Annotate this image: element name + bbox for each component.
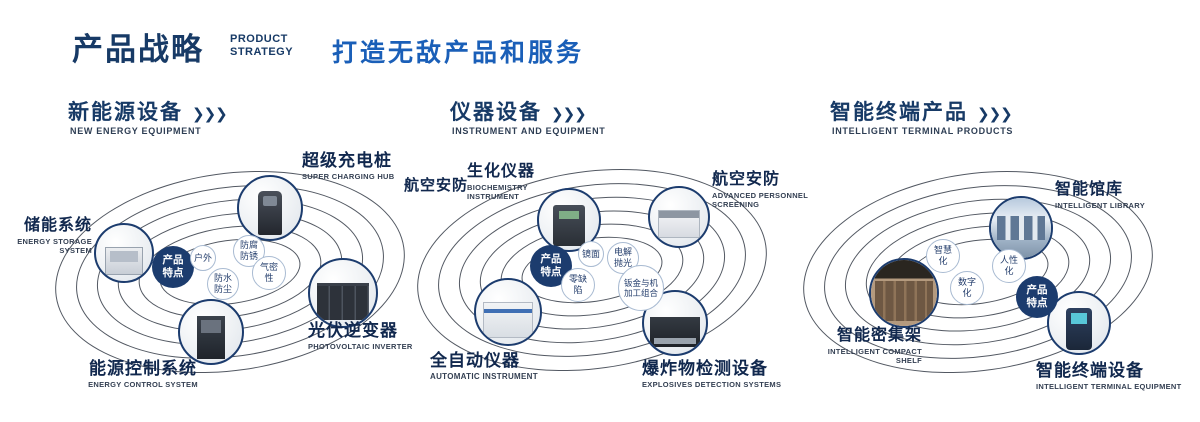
energy-control-photo <box>178 299 244 365</box>
feature-bubble: 防水防尘 <box>207 268 239 300</box>
feature-bubble: 数字化 <box>950 271 984 305</box>
product-name-en: ENERGY STORAGE SYSTEM <box>17 237 92 256</box>
automatic-instrument-photo <box>474 278 542 346</box>
product-name-cn: 智能终端设备 <box>1036 361 1144 380</box>
section-title-instrument: 仪器设备 ❯❯❯ <box>450 96 587 126</box>
product-name-en: BIOCHEMISTRY INSTRUMENT <box>467 183 528 202</box>
product-name-cn: 全自动仪器 <box>430 351 520 370</box>
product-name-en: INTELLIGENT TERMINAL EQUIPMENT <box>1036 382 1182 392</box>
product-label-terminal-equipment: 智能终端设备 INTELLIGENT TERMINAL EQUIPMENT <box>1036 360 1186 392</box>
product-name-en: ENERGY CONTROL SYSTEM <box>88 380 198 390</box>
product-name-cn: 超级充电桩 <box>302 151 392 170</box>
intelligent-library-photo <box>989 196 1053 260</box>
triple-chevron-icon: ❯❯❯ <box>551 106 587 123</box>
product-name-cn: 能源控制系统 <box>89 359 197 378</box>
product-name-en: INTELLIGENT COMPACT SHELF <box>827 347 922 366</box>
section-title-text: 仪器设备 <box>450 101 542 124</box>
product-label-energy-storage: 储能系统 ENERGY STORAGE SYSTEM <box>4 216 92 256</box>
feature-bubble: 气密性 <box>252 256 286 290</box>
product-label-biochemistry: 生化仪器 BIOCHEMISTRY INSTRUMENT <box>467 162 559 202</box>
energy-storage-photo <box>94 223 154 283</box>
product-name-cn: 生化仪器 <box>467 163 536 180</box>
product-name-cn: 航空安防 <box>712 171 781 188</box>
personnel-screening-photo <box>648 186 710 248</box>
side-label-aviation-security: 航空安防 <box>404 177 474 196</box>
product-name-cn: 航空安防 <box>404 177 469 194</box>
product-name-cn: 光伏逆变器 <box>308 321 398 340</box>
product-label-automatic-instrument: 全自动仪器 AUTOMATIC INSTRUMENT <box>430 350 550 382</box>
page-title: 产品战略 <box>72 32 204 67</box>
feature-badge: 产品特点 <box>1016 276 1058 318</box>
product-name-cn: 储能系统 <box>23 217 92 234</box>
product-label-explosives-detection: 爆炸物检测设备 EXPLOSIVES DETECTION SYSTEMS <box>642 358 782 390</box>
slogan: 打造无敌产品和服务 <box>332 39 585 67</box>
triple-chevron-icon: ❯❯❯ <box>192 106 228 123</box>
product-name-cn: 智能馆库 <box>1055 181 1124 198</box>
product-label-compact-shelf: 智能密集架 INTELLIGENT COMPACT SHELF <box>818 326 922 366</box>
terminal-equipment-photo <box>1047 291 1111 355</box>
feature-bubble: 户外 <box>190 245 216 271</box>
product-name-cn: 爆炸物检测设备 <box>642 359 768 378</box>
feature-bubble: 智慧化 <box>926 239 960 273</box>
product-label-personnel-screening: 航空安防 ADVANCED PERSONNEL SCREENING <box>712 170 812 210</box>
feature-bubble: 镜面 <box>578 241 604 267</box>
product-name-en: AUTOMATIC INSTRUMENT <box>430 372 538 382</box>
product-name-en: EXPLOSIVES DETECTION SYSTEMS <box>642 380 782 390</box>
feature-bubble: 人性化 <box>992 249 1026 283</box>
product-name-en: ADVANCED PERSONNEL SCREENING <box>712 191 808 210</box>
product-name-cn: 智能密集架 <box>836 327 922 344</box>
triple-chevron-icon: ❯❯❯ <box>977 106 1013 123</box>
biochemistry-instrument-photo <box>537 188 601 252</box>
feature-bubble: 钣金与机加工组合 <box>618 265 664 311</box>
super-charging-hub-photo <box>237 175 303 241</box>
photovoltaic-inverter-photo <box>308 258 378 328</box>
feature-badge: 产品特点 <box>152 246 194 288</box>
feature-bubble: 防腐防锈 <box>233 235 265 267</box>
page-title-en-line1: PRODUCT <box>230 33 288 45</box>
product-name-en: PHOTOVOLTAIC INVERTER <box>308 342 413 352</box>
section-subtitle-instrument: INSTRUMENT AND EQUIPMENT <box>452 126 606 136</box>
section-subtitle-new-energy: NEW ENERGY EQUIPMENT <box>70 126 202 136</box>
product-name-en: INTELLIGENT LIBRARY <box>1055 201 1146 210</box>
product-label-inverter: 光伏逆变器 PHOTOVOLTAIC INVERTER <box>308 320 418 352</box>
compact-shelf-photo <box>869 258 939 328</box>
section-title-text: 新能源设备 <box>68 101 183 124</box>
product-label-energy-control: 能源控制系统 ENERGY CONTROL SYSTEM <box>78 358 208 390</box>
product-label-intelligent-library: 智能馆库 INTELLIGENT LIBRARY <box>1055 180 1165 210</box>
section-title-text: 智能终端产品 <box>830 101 968 124</box>
page-title-en: PRODUCT STRATEGY <box>230 33 293 59</box>
product-label-charging-hub: 超级充电桩 SUPER CHARGING HUB <box>302 150 412 182</box>
section-subtitle-intelligent: INTELLIGENT TERMINAL PRODUCTS <box>832 126 1014 136</box>
feature-bubble: 零缺陷 <box>561 268 595 302</box>
section-title-new-energy: 新能源设备 ❯❯❯ <box>68 96 228 126</box>
section-title-intelligent: 智能终端产品 ❯❯❯ <box>830 96 1013 126</box>
page-title-en-line2: STRATEGY <box>230 46 294 59</box>
product-name-en: SUPER CHARGING HUB <box>302 172 395 182</box>
